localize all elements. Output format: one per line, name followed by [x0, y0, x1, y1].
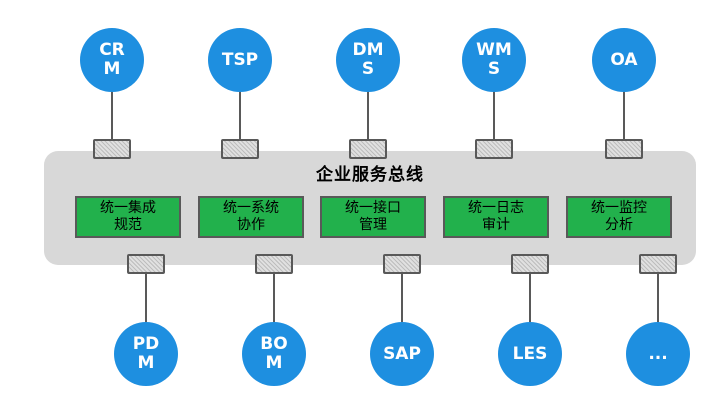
node-pdm: PD M — [114, 322, 178, 386]
bottom-connector-4 — [511, 254, 549, 274]
function-box-log-audit: 统一日志 审计 — [443, 196, 549, 238]
node-dms: DM S — [336, 28, 400, 92]
node-more: ... — [626, 322, 690, 386]
function-box-interface-management: 统一接口 管理 — [320, 196, 426, 238]
function-box-integration-standard: 统一集成 规范 — [75, 196, 181, 238]
bottom-connector-2 — [255, 254, 293, 274]
node-oa: OA — [592, 28, 656, 92]
top-connector-2 — [221, 139, 259, 159]
bus-title: 企业服务总线 — [316, 165, 424, 185]
top-connector-5 — [605, 139, 643, 159]
top-connector-1 — [93, 139, 131, 159]
bottom-connector-3 — [383, 254, 421, 274]
top-connector-4 — [475, 139, 513, 159]
bottom-connector-1 — [127, 254, 165, 274]
node-les: LES — [498, 322, 562, 386]
function-box-monitoring-analysis: 统一监控 分析 — [566, 196, 672, 238]
node-wms: WM S — [462, 28, 526, 92]
node-bom: BO M — [242, 322, 306, 386]
function-box-system-collaboration: 统一系统 协作 — [198, 196, 304, 238]
node-crm: CR M — [80, 28, 144, 92]
node-tsp: TSP — [208, 28, 272, 92]
node-sap: SAP — [370, 322, 434, 386]
top-connector-3 — [349, 139, 387, 159]
bottom-connector-5 — [639, 254, 677, 274]
